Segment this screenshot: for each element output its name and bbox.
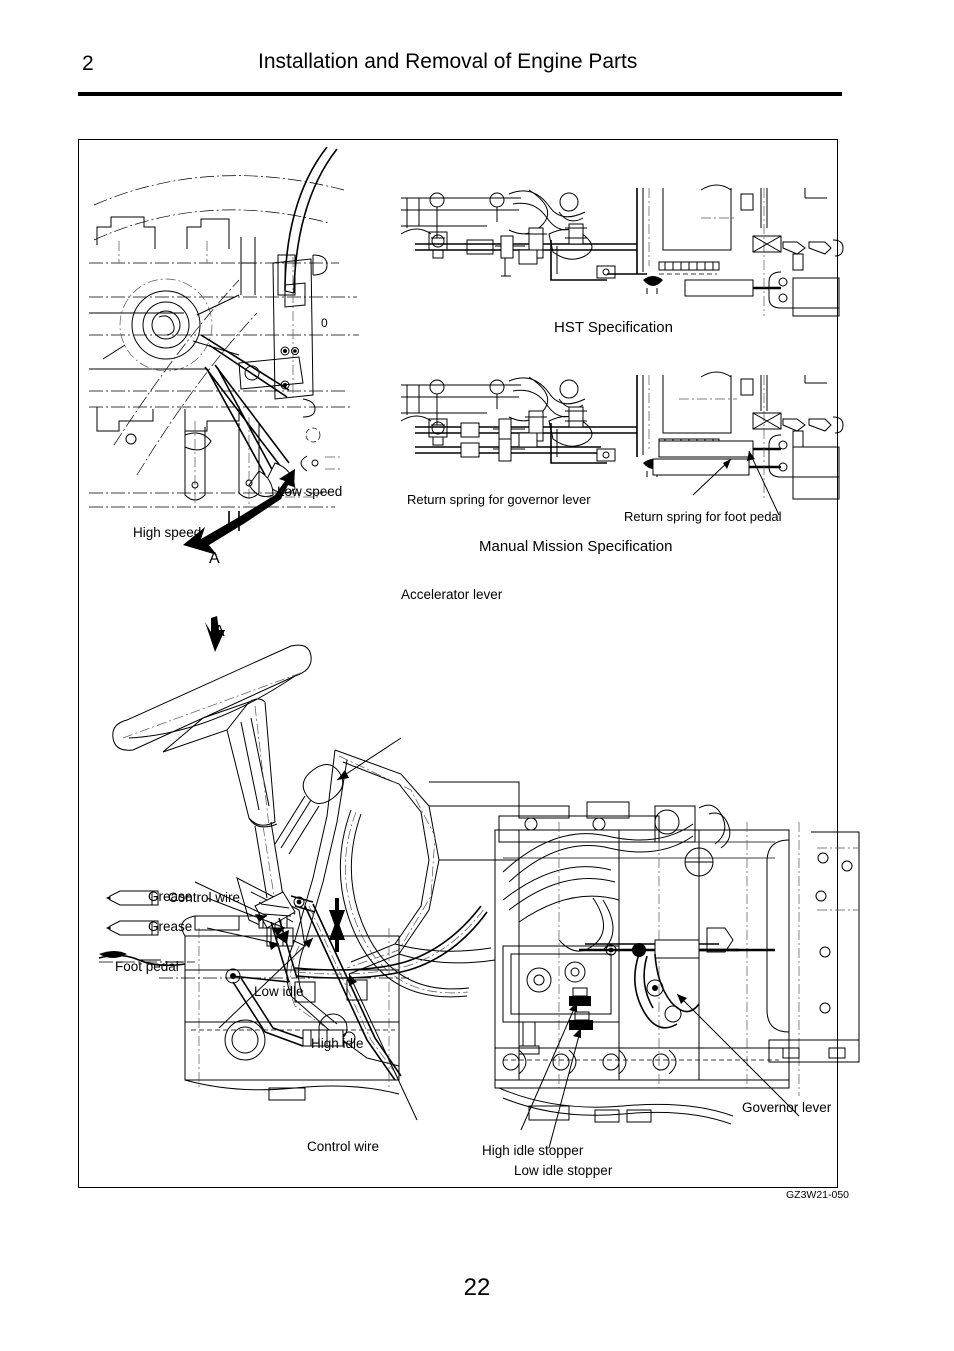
hst-specification-caption: HST Specification (554, 319, 673, 336)
low-idle-stopper-label: Low idle stopper (514, 1163, 613, 1178)
figure-frame: 0 Low spe (78, 139, 860, 1188)
header-rule (78, 92, 842, 96)
grease-gun-icon-2 (106, 919, 164, 937)
control-wire-upper-label: Control wire (168, 890, 241, 905)
grease-label-2: Grease (148, 919, 193, 934)
low-speed-label: Low speed (277, 484, 343, 499)
chapter-number: 2 (82, 52, 94, 75)
grease-gun-icon (106, 889, 164, 907)
return-spring-governor-label: Return spring for governor lever (407, 492, 591, 507)
control-wire-label-lower: Control wire (307, 1139, 380, 1154)
foot-pedal-label: Foot pedal (115, 959, 179, 974)
hst-specification-drawing (400, 184, 844, 318)
high-idle-label: High idle (311, 1036, 364, 1051)
main-assembly-drawing (98, 610, 860, 1180)
manual-mission-caption: Manual Mission Specification (479, 538, 673, 555)
return-spring-pedal-label: Return spring for foot pedal (624, 509, 782, 524)
governor-lever-label: Governor lever (742, 1100, 832, 1115)
high-idle-stopper-label: High idle stopper (482, 1143, 584, 1158)
high-speed-label: High speed (133, 525, 202, 540)
page-title: Installation and Removal of Engine Parts (258, 50, 638, 73)
manual-mission-drawing (400, 371, 844, 516)
main-view-arrow-letter: A (214, 623, 225, 640)
detail-a-drawing: 0 (89, 145, 389, 565)
low-idle-label: Low idle (254, 984, 304, 999)
page-number: 22 (463, 1274, 491, 1301)
figure-code: GZ3W21-050 (786, 1189, 850, 1201)
svg-text:0: 0 (321, 316, 328, 330)
grease-label-1: Grease (148, 889, 193, 904)
accelerator-lever-label: Accelerator lever (401, 587, 503, 602)
detail-a-view-letter: A (209, 550, 220, 567)
page-header: 2 Installation and Removal of Engine Par… (78, 48, 840, 98)
